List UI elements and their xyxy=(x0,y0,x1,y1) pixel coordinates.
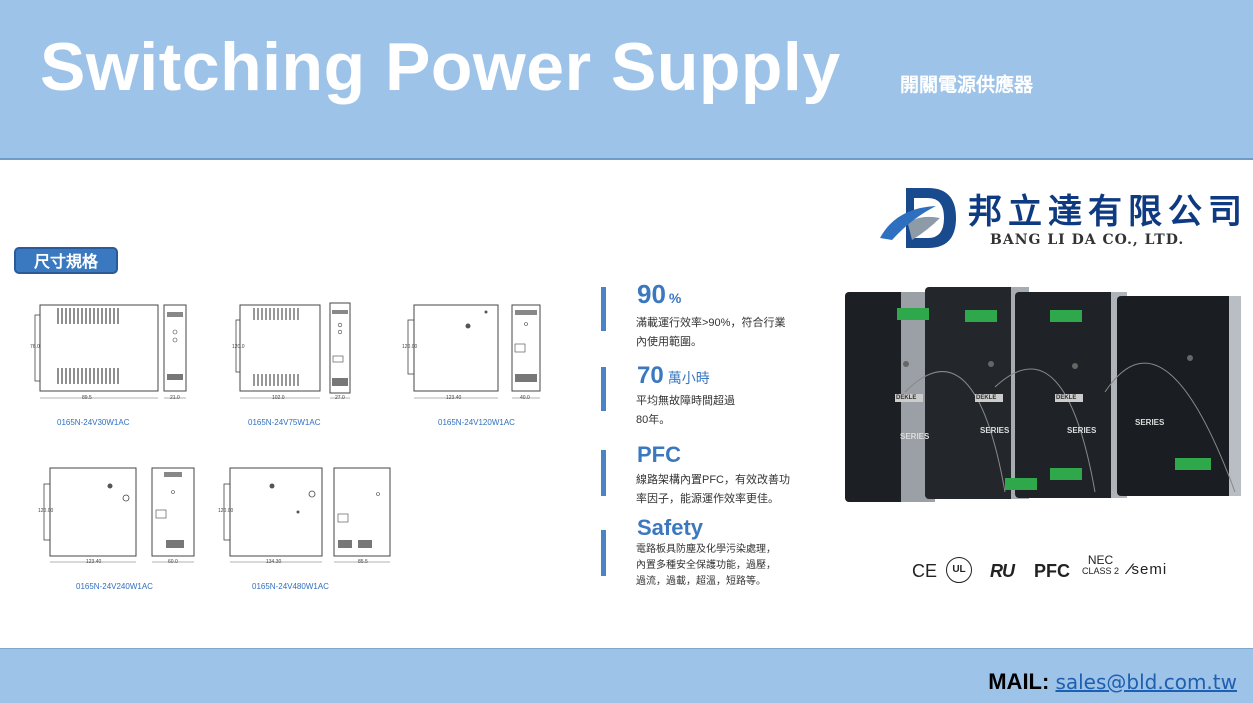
page-subtitle: 開關電源供應器 xyxy=(900,75,1034,96)
feature-title-pfc: PFC xyxy=(637,442,681,467)
ru-recognized-icon: RU xyxy=(990,561,1015,581)
product-series-label: SERIES xyxy=(980,426,1010,435)
feature-accent-bar xyxy=(601,287,606,331)
dimension-width: 123.40 xyxy=(86,559,102,565)
dimension-width: 89.5 xyxy=(82,395,92,401)
product-brand-label: DEKLE xyxy=(1056,395,1077,401)
semi-mark-icon: ∕semi xyxy=(1128,561,1168,578)
dimension-drawing-5: 134.30 85.5 120.00 xyxy=(218,464,398,574)
dimension-width: 134.30 xyxy=(266,559,282,565)
mail-label: MAIL: xyxy=(988,669,1050,694)
dimension-width: 102.0 xyxy=(272,395,285,401)
feature-desc-pfc: 線路架構內置PFC，有效改善功率因子，能源運作效率更佳。 xyxy=(636,474,790,505)
product-image: SERIES SERIES SERIES SERIES DEKLE DEKLE … xyxy=(845,282,1245,507)
section-badge-dimensions: 尺寸規格 xyxy=(14,247,118,274)
company-name-en: BANG LI DA CO., LTD. xyxy=(990,232,1185,248)
feature-desc-safety: 電路板具防塵及化學污染處理，內置多種安全保護功能，過壓，過流，過載，超溫，短路等… xyxy=(636,544,776,587)
feature-title-safety: Safety xyxy=(637,515,704,540)
product-brand-label: DEKLE xyxy=(976,395,997,401)
page-title: Switching Power Supply xyxy=(40,29,841,105)
dimension-drawing-1: 89.5 21.0 76.0 xyxy=(30,300,220,410)
model-label: 0165N-24V480W1AC xyxy=(252,582,329,591)
company-logo-icon xyxy=(880,188,956,248)
ul-listed-icon: UL xyxy=(946,557,972,583)
dimension-drawing-2: 102.0 27.0 120.0 xyxy=(232,300,422,410)
dimension-side: 60.0 xyxy=(168,559,178,565)
dimension-side: 85.5 xyxy=(358,559,368,565)
dimension-side: 27.0 xyxy=(335,395,345,401)
feature-desc-efficiency: 滿載運行效率>90%，符合行業內使用範圍。 xyxy=(636,317,786,348)
dimension-height: 120.0 xyxy=(232,344,245,350)
dimension-height: 120.00 xyxy=(38,508,54,514)
feature-accent-bar xyxy=(601,530,606,576)
dimension-height: 120.00 xyxy=(218,508,234,514)
product-series-label: SERIES xyxy=(900,432,930,441)
pfc-mark-icon: PFC xyxy=(1034,561,1070,581)
dimension-side: 40.0 xyxy=(520,395,530,401)
feature-accent-bar xyxy=(601,450,606,496)
dimension-side: 21.0 xyxy=(170,395,180,401)
feature-title-efficiency: 90% xyxy=(637,279,682,309)
dimension-height: 76.0 xyxy=(30,344,40,350)
dimension-drawing-3: 123.40 40.0 120.00 xyxy=(402,300,552,410)
model-label: 0165N-24V30W1AC xyxy=(57,418,130,427)
dimension-drawing-4: 123.40 60.0 120.00 xyxy=(36,464,206,574)
model-label: 0165N-24V240W1AC xyxy=(76,582,153,591)
dimension-width: 123.40 xyxy=(446,395,462,401)
contact-mail: MAIL: sales@bld.com.tw xyxy=(988,669,1237,695)
ce-mark-icon: CE xyxy=(912,561,938,581)
company-name-cn: 邦立達有限公司 xyxy=(968,192,1248,232)
mail-link[interactable]: sales@bld.com.tw xyxy=(1055,670,1237,694)
model-label: 0165N-24V75W1AC xyxy=(248,418,321,427)
product-series-label: SERIES xyxy=(1135,418,1165,427)
dimension-height: 120.00 xyxy=(402,344,418,350)
header-banner: Switching Power Supply 開關電源供應器 xyxy=(0,0,1253,160)
model-label: 0165N-24V120W1AC xyxy=(438,418,515,427)
footer-banner: MAIL: sales@bld.com.tw xyxy=(0,648,1253,703)
feature-accent-bar xyxy=(601,367,606,411)
company-logo: 邦立達有限公司 BANG LI DA CO., LTD. xyxy=(878,178,1242,258)
product-series-label: SERIES xyxy=(1067,426,1097,435)
product-brand-label: DEKLE xyxy=(896,395,917,401)
